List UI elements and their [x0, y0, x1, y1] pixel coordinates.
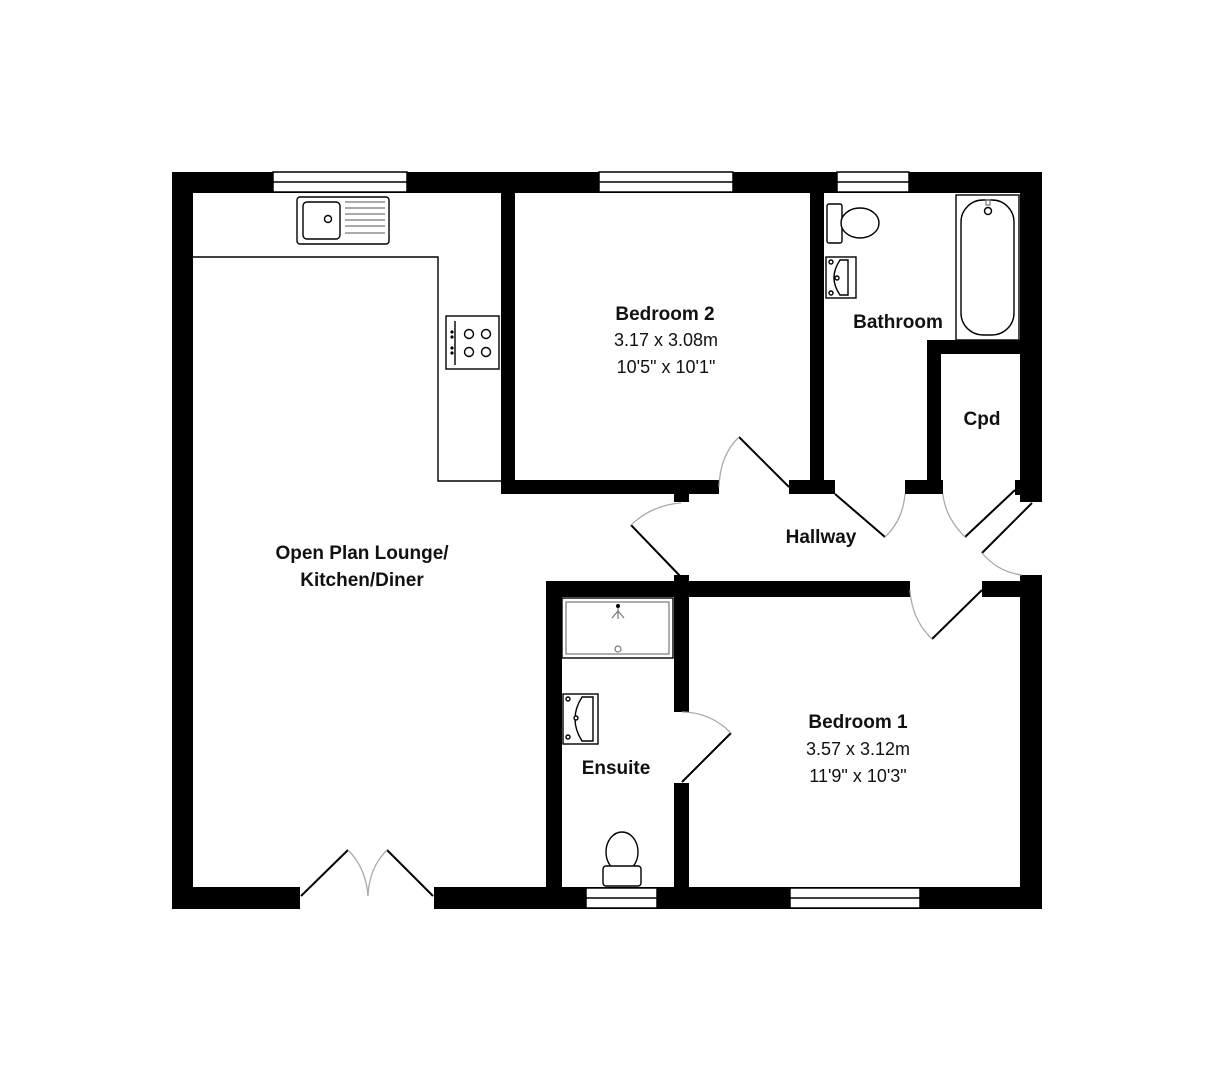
room-dim-metric-bedroom2: 3.17 x 3.08m — [614, 330, 718, 350]
window-lounge — [272, 171, 408, 193]
window-bathroom — [836, 171, 910, 193]
sink-icon — [296, 196, 390, 245]
hob-icon — [445, 315, 500, 370]
bath-icon — [955, 194, 1020, 341]
toilet-icon-bathroom — [826, 203, 880, 244]
room-label-bedroom2: Bedroom 2 — [615, 304, 714, 325]
room-dim-metric-bedroom1: 3.57 x 3.12m — [806, 739, 910, 759]
toilet-icon-ensuite — [602, 831, 642, 887]
doors — [300, 436, 1033, 897]
room-dim-imperial-bedroom1: 11'9" x 10'3" — [809, 766, 906, 786]
room-label-hallway: Hallway — [786, 527, 857, 548]
room-label-bedroom1: Bedroom 1 — [808, 712, 908, 733]
room-dim-imperial-bedroom2: 10'5" x 10'1" — [617, 357, 716, 377]
room-label-cupboard: Cpd — [964, 409, 1001, 430]
door-bedroom2 — [718, 436, 790, 488]
window-bedroom2 — [598, 171, 734, 193]
window-bedroom1 — [789, 887, 921, 909]
room-label-lounge-line2: Kitchen/Diner — [300, 570, 424, 591]
door-ensuite — [681, 711, 732, 783]
room-label-lounge-line1: Open Plan Lounge/ — [275, 543, 449, 564]
door-lounge-hallway — [630, 502, 682, 578]
exterior-walls — [172, 172, 1042, 909]
window-ensuite — [585, 887, 658, 909]
shower-tray-icon — [561, 597, 674, 659]
room-label-bathroom: Bathroom — [853, 312, 943, 333]
windows — [272, 171, 921, 909]
room-labels: Open Plan Lounge/ Kitchen/Diner Bedroom … — [275, 304, 1000, 786]
kitchen-worktop — [193, 256, 501, 482]
patio-doors — [300, 849, 434, 897]
door-bathroom — [834, 493, 906, 538]
basin-icon-bathroom — [825, 256, 857, 299]
basin-icon-ensuite — [562, 693, 599, 745]
door-front — [981, 502, 1033, 576]
room-label-ensuite: Ensuite — [582, 758, 651, 779]
interior-walls — [501, 172, 1042, 909]
door-cupboard — [942, 489, 1016, 538]
door-bedroom1 — [909, 589, 983, 640]
